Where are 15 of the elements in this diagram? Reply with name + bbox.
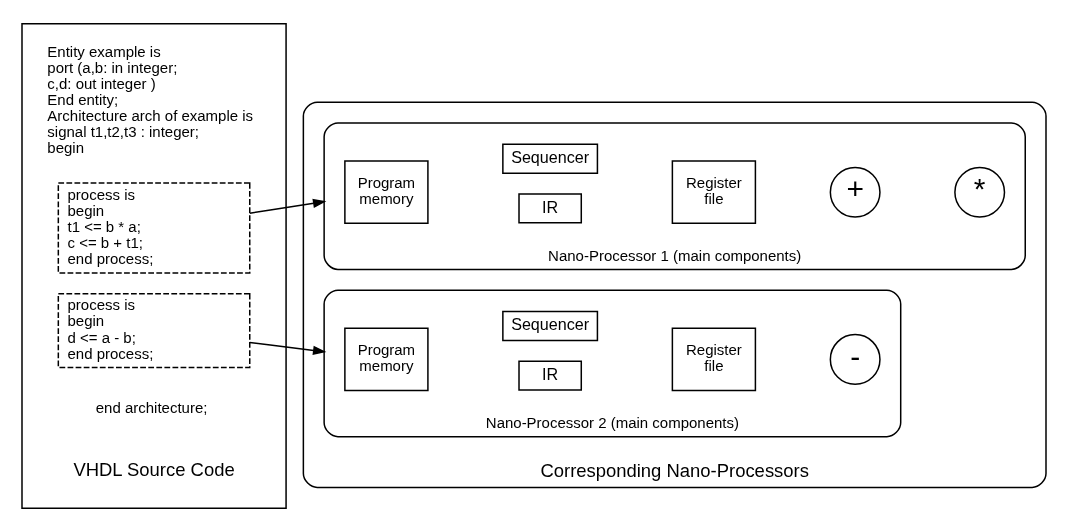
node-box: Register file xyxy=(671,327,757,392)
node-box: Program memory xyxy=(344,160,429,225)
arrow xyxy=(249,341,327,355)
node-box: Sequencer xyxy=(502,143,599,174)
node-box: process is begin d <= a - b; end process; xyxy=(57,292,251,369)
node-box: IR xyxy=(518,193,583,224)
node-box: Sequencer xyxy=(502,310,599,342)
arrow xyxy=(249,198,327,214)
node-box: Register file xyxy=(671,160,757,225)
node-circle: * xyxy=(954,166,1006,218)
node-box: Program memory xyxy=(344,327,429,392)
node-box: process is begin t1 <= b * a; c <= b + t1; end process; xyxy=(57,182,251,274)
node-circle: - xyxy=(829,333,881,385)
node-box: IR xyxy=(518,360,583,391)
node-circle: + xyxy=(829,166,881,218)
